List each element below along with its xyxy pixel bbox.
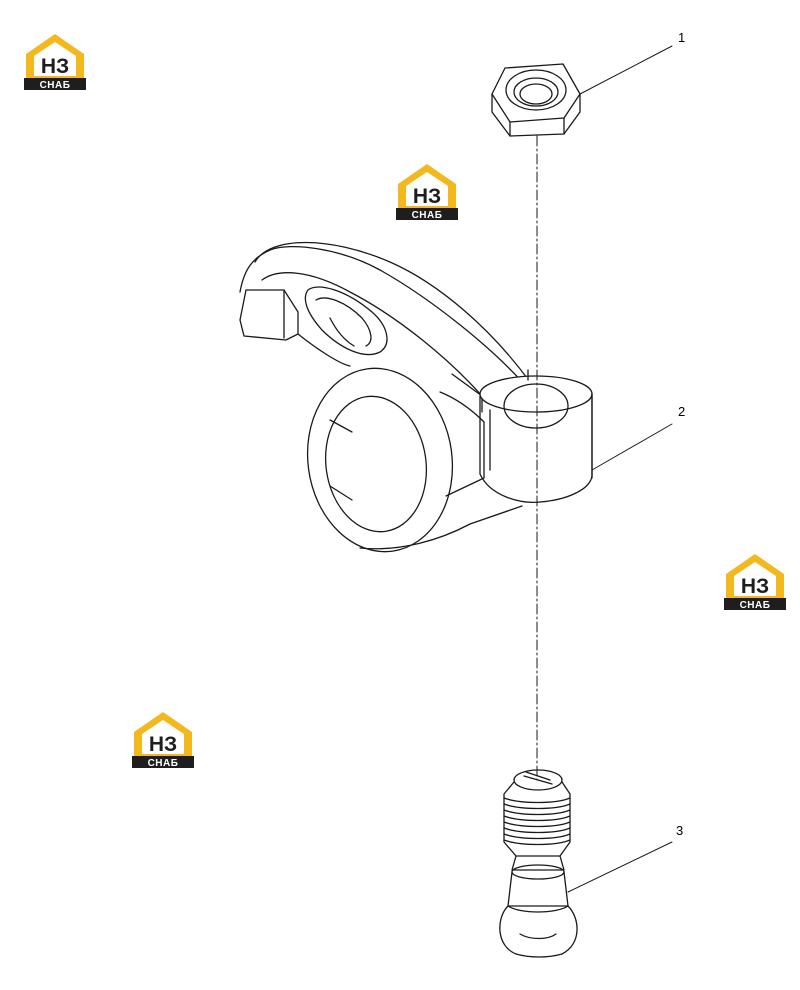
callout-label-3: 3 <box>676 823 684 838</box>
rocker-arm-part <box>239 241 593 553</box>
svg-text:СНАБ: СНАБ <box>412 210 443 220</box>
svg-text:НЗ: НЗ <box>149 733 177 756</box>
svg-text:НЗ: НЗ <box>41 55 69 78</box>
watermark-logo: НЗ СНАБ <box>724 552 786 610</box>
callout-label-2: 2 <box>678 404 686 419</box>
svg-text:НЗ: НЗ <box>413 185 441 208</box>
callout-label-1: 1 <box>678 30 686 45</box>
adjusting-screw-part <box>499 769 578 958</box>
watermark-logo: НЗ СНАБ <box>24 32 86 90</box>
watermark-logo: НЗ СНАБ <box>132 710 194 768</box>
leader-line-1 <box>579 45 673 95</box>
watermark-logo: НЗ СНАБ <box>396 162 458 220</box>
svg-text:СНАБ: СНАБ <box>148 758 179 768</box>
leader-line-3 <box>567 841 673 893</box>
hex-nut-part <box>491 63 581 137</box>
svg-text:НЗ: НЗ <box>741 575 769 598</box>
leader-line-2 <box>591 423 673 471</box>
svg-text:СНАБ: СНАБ <box>740 600 771 610</box>
svg-text:СНАБ: СНАБ <box>40 80 71 90</box>
